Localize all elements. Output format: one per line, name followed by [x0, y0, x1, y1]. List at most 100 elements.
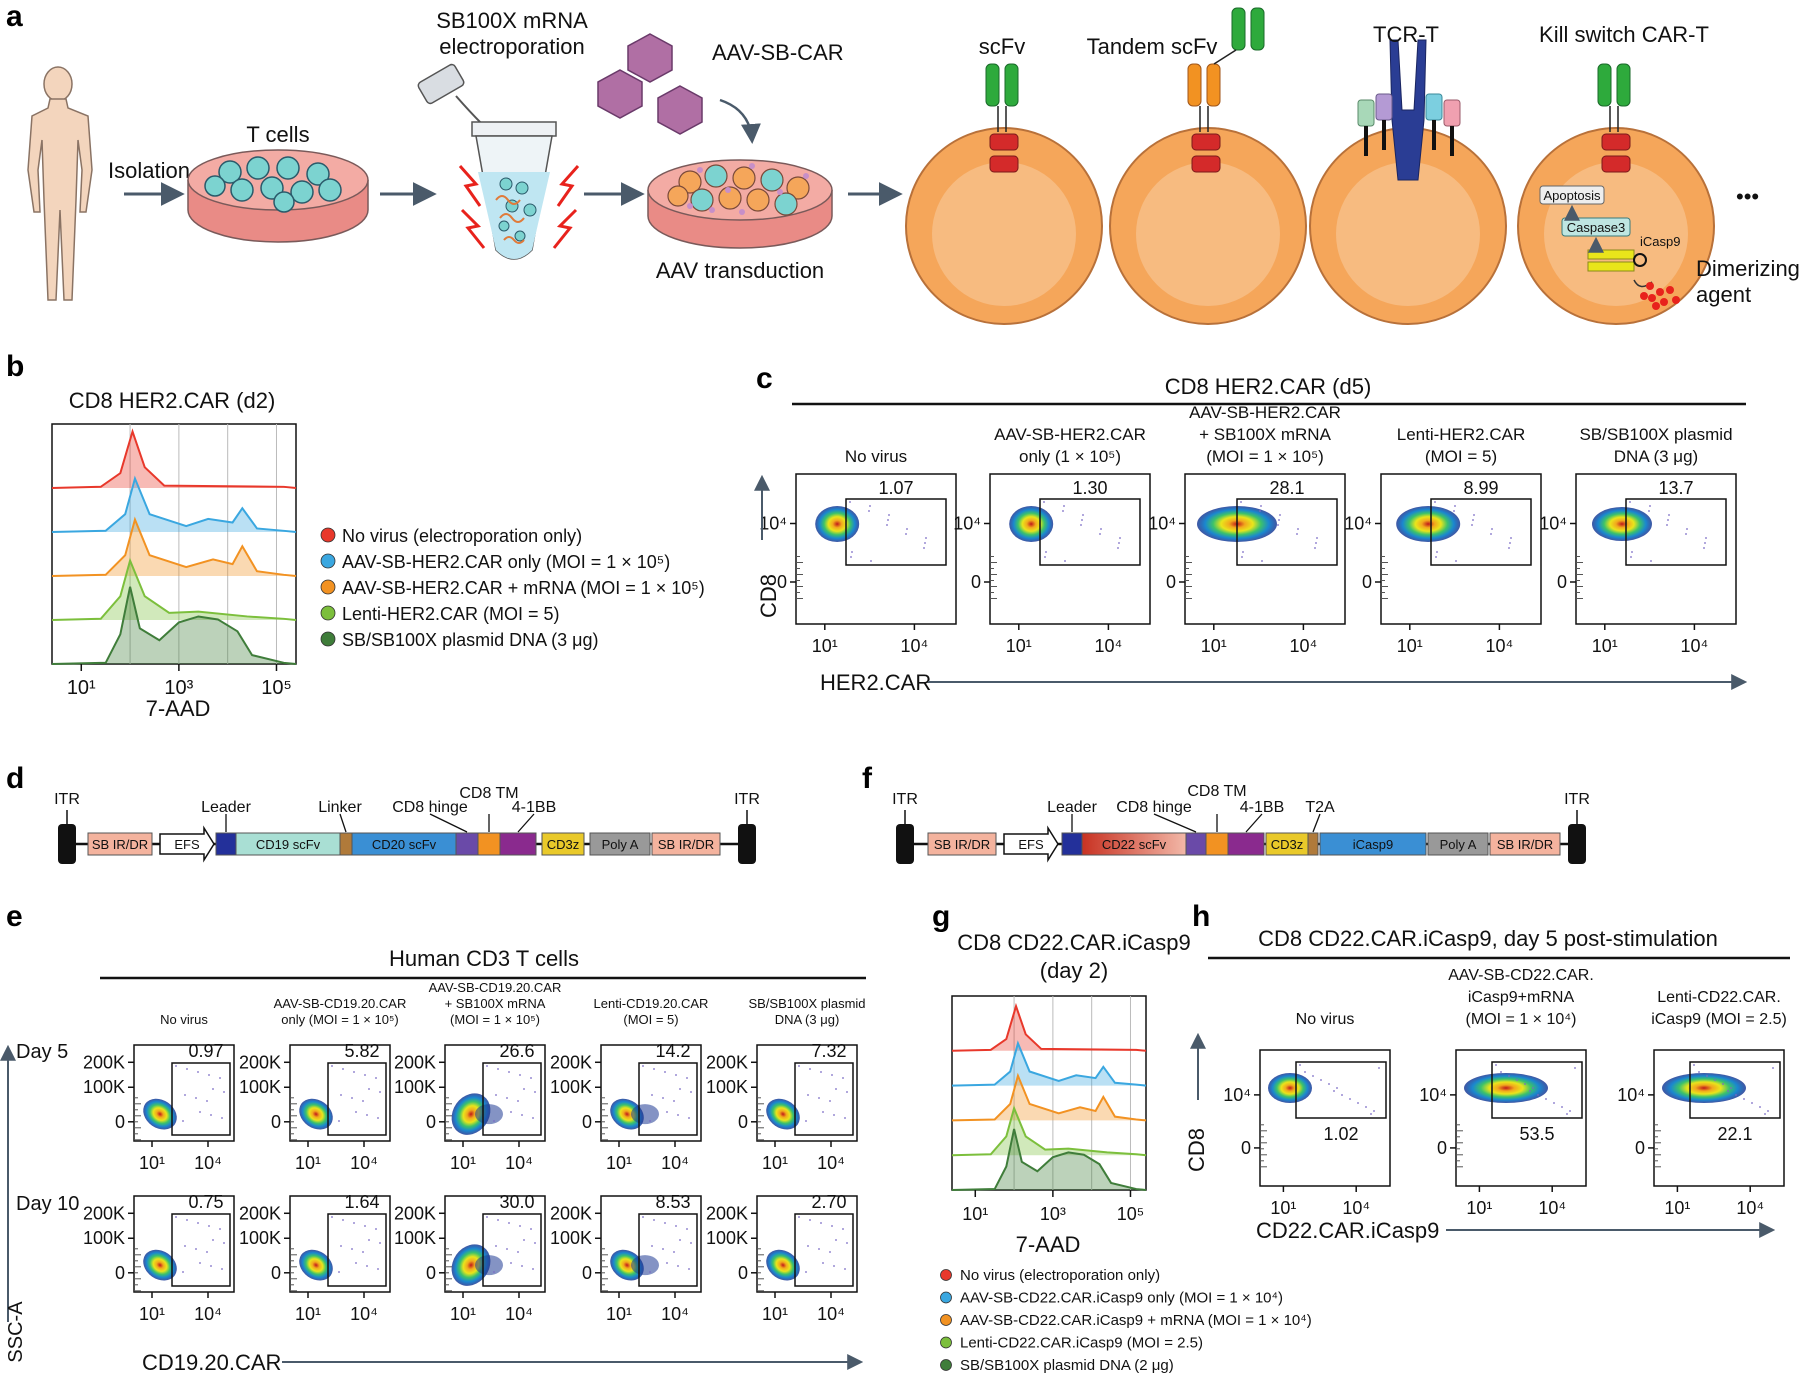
callout-label: CD8 TM: [1187, 783, 1246, 800]
event-dot: [1314, 547, 1316, 549]
event-dot: [208, 1225, 210, 1227]
event-dot: [888, 514, 890, 516]
event-dot: [534, 1091, 536, 1093]
event-dot: [221, 1268, 223, 1270]
density-blob: [451, 1244, 491, 1286]
event-dot: [805, 1271, 807, 1273]
gate-box: [327, 1062, 387, 1136]
flow-ytick-label: 0: [271, 1263, 281, 1283]
column-header: (MOI = 5): [1425, 447, 1497, 466]
celltype-3: Kill switch CAR-T: [1539, 22, 1709, 47]
event-dot: [686, 1077, 688, 1079]
event-dot: [925, 537, 927, 539]
efs-promoter: [159, 825, 215, 863]
event-dot: [1667, 519, 1669, 521]
flow-xtick-label: 10¹: [1397, 636, 1423, 656]
event-dot: [523, 1088, 525, 1090]
event-dot: [1082, 514, 1084, 516]
event-dot: [195, 1248, 197, 1250]
event-dot: [1772, 1067, 1774, 1069]
gate-value: 2.70: [811, 1192, 846, 1212]
hist-series-line: [51, 516, 297, 577]
density-blob: [766, 1098, 800, 1130]
event-dot: [1650, 560, 1652, 562]
event-dot: [1509, 542, 1511, 544]
event-dot: [1436, 551, 1438, 553]
event-dot: [822, 1262, 824, 1264]
event-dot: [184, 1094, 186, 1096]
panel-b-title: CD8 HER2.CAR (d2): [69, 388, 276, 413]
caspase3-box: [1561, 217, 1631, 237]
panel-label-g: g: [932, 900, 950, 933]
hist-xtick-label: 10⁵: [1117, 1204, 1144, 1224]
segment-label: CD19 scFv: [256, 837, 321, 852]
segment-linker: [339, 832, 353, 856]
event-dot: [1349, 1098, 1351, 1100]
event-dot: [362, 1100, 364, 1102]
flow-ytick-label: 10⁴: [1419, 1085, 1447, 1105]
legend-dot: [320, 605, 336, 621]
event-dot: [530, 1077, 532, 1079]
event-dot: [1117, 547, 1119, 549]
event-dot: [870, 560, 872, 562]
event-dot: [510, 1111, 512, 1113]
event-dot: [1471, 524, 1473, 526]
event-dot: [906, 528, 908, 530]
event-dot: [688, 1117, 690, 1119]
segment-sb2: [651, 832, 721, 856]
flow-xtick-label: 10¹: [1006, 636, 1032, 656]
event-dot: [809, 1068, 811, 1070]
event-dot: [199, 1262, 201, 1264]
event-dot: [364, 1225, 366, 1227]
callout-line: [1312, 813, 1321, 833]
event-dot: [195, 1097, 197, 1099]
event-dot: [1714, 1079, 1716, 1081]
event-dot: [521, 1265, 523, 1267]
flow-ytick-label: 100K: [239, 1077, 281, 1097]
event-dot: [818, 1248, 820, 1250]
segment-polya: [589, 832, 651, 856]
t-cells-label: T cells: [246, 122, 309, 147]
event-dot: [833, 1114, 835, 1116]
hist-series-line: [951, 1072, 1147, 1122]
event-dot: [1730, 1087, 1732, 1089]
event-dot: [1240, 501, 1242, 503]
event-dot: [1080, 524, 1082, 526]
segment-sb1: [927, 832, 997, 856]
event-dot: [649, 1120, 651, 1122]
event-dot: [497, 1068, 499, 1070]
flow-xtick-label: 10⁴: [817, 1304, 845, 1324]
event-dot: [175, 1065, 177, 1067]
flow-xtick-label: 10¹: [450, 1153, 476, 1173]
legend-dot: [320, 527, 336, 543]
event-dot: [1529, 1090, 1531, 1092]
panel-c-title: CD8 HER2.CAR (d5): [1165, 374, 1372, 399]
event-dot: [1491, 528, 1493, 530]
column-header: (MOI = 1 × 10⁵): [1206, 447, 1324, 466]
aav-sb-car-label: AAV-SB-CAR: [712, 40, 844, 65]
flow-frame: [756, 1195, 858, 1293]
apoptosis-label: Apoptosis: [1543, 188, 1601, 203]
event-dot: [1545, 1098, 1547, 1100]
segment-label: CD22 scFv: [1102, 837, 1167, 852]
aav-arrow: [719, 98, 761, 144]
event-dot: [351, 1248, 353, 1250]
event-dot: [1524, 1083, 1526, 1085]
callout-label: T2A: [1305, 799, 1335, 816]
event-dot: [212, 1239, 214, 1241]
segment-label: CD3z: [1271, 837, 1304, 852]
flow-xtick-label: 10⁴: [505, 1304, 533, 1324]
itr-label: ITR: [892, 791, 918, 808]
caspase3-label: Caspase3: [1567, 220, 1626, 235]
flow-xtick-label: 10¹: [1466, 1198, 1492, 1218]
gate-box: [794, 1062, 854, 1136]
gate-value: 13.7: [1658, 478, 1693, 498]
flow-ytick-label: 100K: [394, 1077, 436, 1097]
event-dot: [219, 1228, 221, 1230]
panel-label-a: a: [6, 0, 23, 33]
flow-xtick-label: 10⁴: [661, 1153, 689, 1173]
column-header: iCasp9+mRNA: [1468, 989, 1575, 1006]
panel-h: h CD8 CD22.CAR.iCasp9, day 5 post-stimul…: [1184, 900, 1790, 1243]
